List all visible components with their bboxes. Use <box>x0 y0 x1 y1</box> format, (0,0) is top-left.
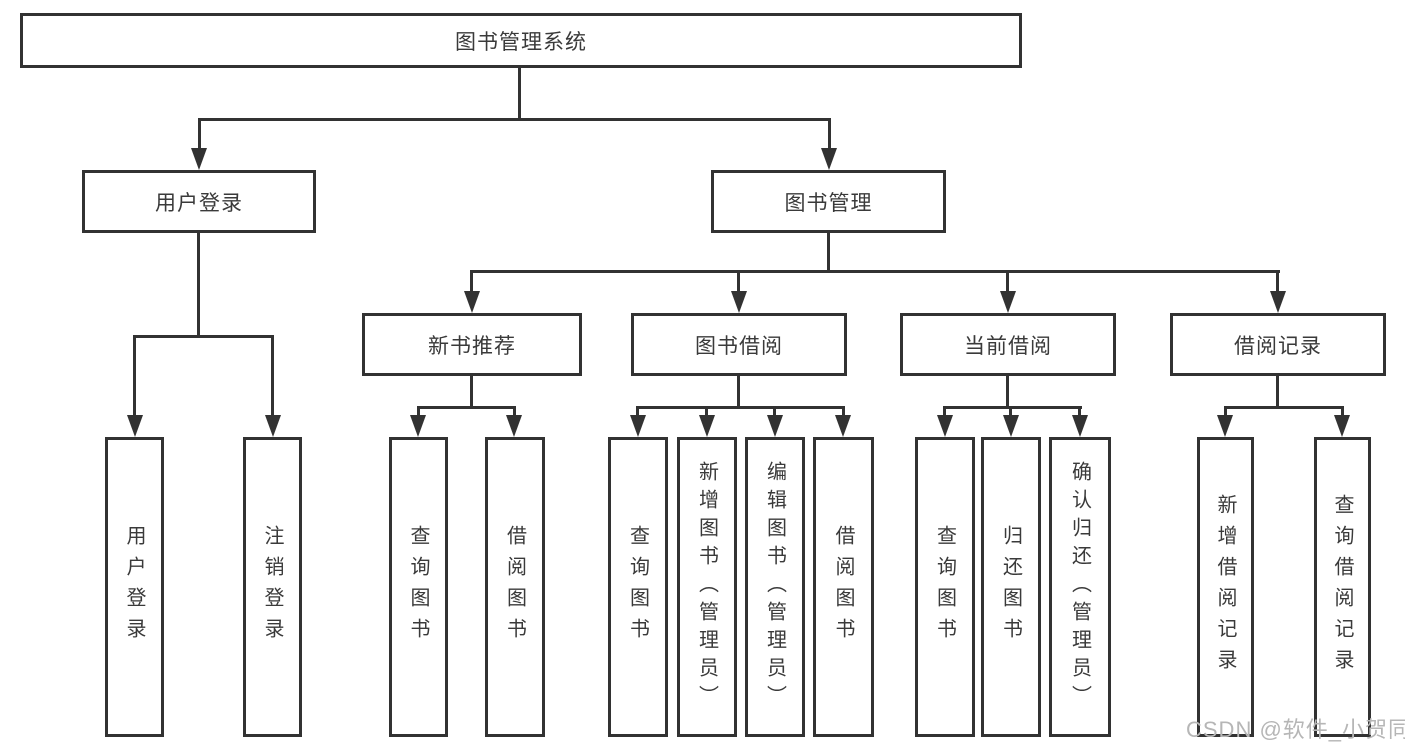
connector-userlogin-bar <box>133 335 274 338</box>
connector-line <box>1009 406 1012 420</box>
node-library-system: 图书管理系统 <box>20 13 1022 68</box>
connector-newbookrec-bar <box>417 406 516 409</box>
connector-line <box>943 406 946 420</box>
leaf-rec-query-books: 查询图书 <box>389 437 448 737</box>
arrow-down-icon <box>410 415 426 437</box>
leaf-bb-add-books: 新增图书（管理员） <box>677 437 737 737</box>
leaf-rec-borrow-books: 借阅图书 <box>485 437 545 737</box>
connector-line <box>271 335 274 418</box>
connector-line <box>842 406 845 420</box>
arrow-down-icon <box>1072 415 1088 437</box>
connector-borrowrecord-bar <box>1224 406 1344 409</box>
node-new-book-recommend: 新书推荐 <box>362 313 582 376</box>
arrow-down-icon <box>191 148 207 170</box>
arrow-down-icon <box>767 415 783 437</box>
node-current-borrow: 当前借阅 <box>900 313 1116 376</box>
leaf-bb-borrow-books: 借阅图书 <box>813 437 874 737</box>
arrow-down-icon <box>937 415 953 437</box>
node-borrow-record: 借阅记录 <box>1170 313 1386 376</box>
connector-line <box>1276 270 1279 294</box>
connector-userlogin-stem <box>197 233 200 338</box>
connector-line <box>1341 406 1344 420</box>
arrow-down-icon <box>506 415 522 437</box>
node-user-login: 用户登录 <box>82 170 316 233</box>
connector-line <box>470 270 473 294</box>
connector-line <box>737 270 740 294</box>
connector-line <box>828 118 831 152</box>
arrow-down-icon <box>630 415 646 437</box>
leaf-cb-query-books: 查询图书 <box>915 437 975 737</box>
connector-currentborrow-bar <box>943 406 1082 409</box>
arrow-down-icon <box>1270 291 1286 313</box>
leaf-user-login: 用户登录 <box>105 437 164 737</box>
leaf-cb-confirm-return: 确认归还（管理员） <box>1049 437 1111 737</box>
leaf-bb-query-books: 查询图书 <box>608 437 668 737</box>
connector-line <box>198 118 201 152</box>
arrow-down-icon <box>1217 415 1233 437</box>
connector-newbookrec-stem <box>470 376 473 409</box>
watermark: CSDN @软件_小贺同学 <box>1186 717 1405 742</box>
arrow-down-icon <box>835 415 851 437</box>
arrow-down-icon <box>731 291 747 313</box>
connector-bookborrow-stem <box>737 376 740 409</box>
arrow-down-icon <box>127 415 143 437</box>
connector-bookborrow-bar <box>636 406 845 409</box>
arrow-down-icon <box>821 148 837 170</box>
connector-line <box>1224 406 1227 420</box>
leaf-logout: 注销登录 <box>243 437 302 737</box>
connector-root-bar <box>198 118 831 121</box>
connector-line <box>636 406 639 420</box>
connector-line <box>417 406 420 420</box>
arrow-down-icon <box>1334 415 1350 437</box>
connector-bookmgmt-bar <box>470 270 1280 273</box>
node-book-management: 图书管理 <box>711 170 946 233</box>
arrow-down-icon <box>464 291 480 313</box>
connector-root-stem <box>518 68 521 121</box>
node-book-borrow: 图书借阅 <box>631 313 847 376</box>
connector-line <box>513 406 516 420</box>
connector-line <box>705 406 708 420</box>
connector-currentborrow-stem <box>1006 376 1009 409</box>
connector-line <box>133 335 136 418</box>
arrow-down-icon <box>1000 291 1016 313</box>
connector-line <box>773 406 776 420</box>
leaf-br-add-record: 新增借阅记录 <box>1197 437 1254 737</box>
leaf-bb-edit-books: 编辑图书（管理员） <box>745 437 805 737</box>
connector-borrowrecord-stem <box>1276 376 1279 409</box>
arrow-down-icon <box>1003 415 1019 437</box>
connector-bookmgmt-stem <box>827 233 830 273</box>
connector-line <box>1078 406 1081 420</box>
leaf-cb-return-books: 归还图书 <box>981 437 1041 737</box>
arrow-down-icon <box>699 415 715 437</box>
connector-line <box>1006 270 1009 294</box>
arrow-down-icon <box>265 415 281 437</box>
leaf-br-query-record: 查询借阅记录 <box>1314 437 1371 737</box>
